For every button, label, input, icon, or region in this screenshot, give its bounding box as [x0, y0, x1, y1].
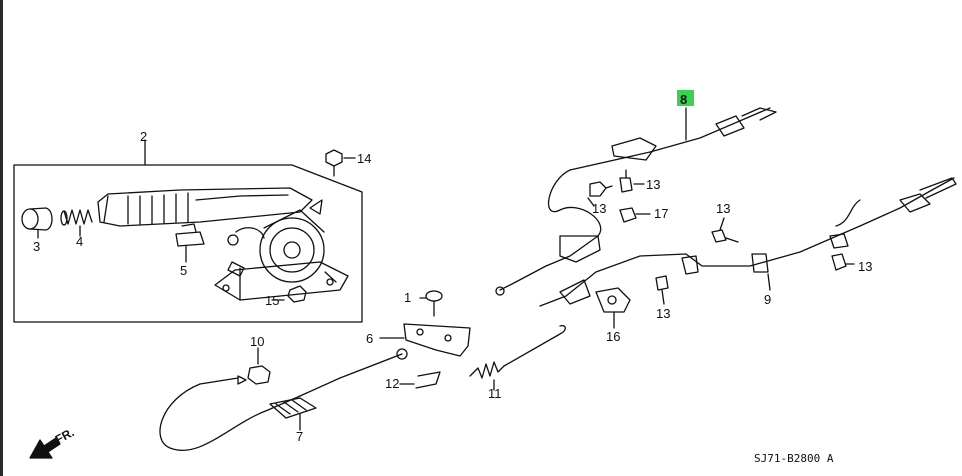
callout-13c: 13 — [716, 201, 730, 216]
callout-6: 6 — [366, 331, 373, 346]
callout-9: 9 — [764, 292, 771, 307]
callout-10: 10 — [250, 334, 264, 349]
callout-13b: 13 — [592, 201, 606, 216]
rear-cable-9 — [539, 177, 957, 307]
pin-part-1 — [419, 290, 443, 317]
diagram-code: SJ71-B2800 A — [754, 452, 834, 465]
callout-7: 7 — [296, 429, 303, 444]
callout-13e: 13 — [656, 306, 670, 321]
callout-8-highlight — [677, 90, 694, 106]
callout-2: 2 — [140, 129, 147, 144]
callout-8: 8 — [680, 92, 687, 107]
bolt-set-13 — [587, 169, 855, 305]
equalizer-plate — [379, 323, 471, 357]
callout-13d: 13 — [858, 259, 872, 274]
lever-assembly-frame — [13, 139, 363, 323]
parking-brake-lever — [97, 187, 349, 301]
clip-part-12 — [399, 371, 441, 389]
nut-part-10 — [247, 347, 271, 385]
bracket-part-16 — [595, 287, 631, 329]
callout-13a: 13 — [646, 177, 660, 192]
return-spring-11 — [469, 324, 566, 391]
callout-11: 11 — [488, 386, 502, 401]
callout-17: 17 — [654, 206, 668, 221]
spring-part — [60, 209, 93, 237]
rear-cable-8 — [495, 107, 777, 296]
bolt-part-14 — [325, 149, 356, 177]
window-edge — [0, 0, 3, 476]
callout-12: 12 — [385, 376, 399, 391]
callout-4: 4 — [76, 234, 83, 249]
switch-part — [175, 223, 205, 263]
grip-cap-part — [21, 207, 53, 239]
front-cable-7 — [159, 348, 408, 451]
callout-16: 16 — [606, 329, 620, 344]
direction-label: FR. — [53, 425, 77, 446]
callout-3: 3 — [33, 239, 40, 254]
callout-1: 1 — [404, 290, 411, 305]
front-direction-arrow — [29, 437, 61, 459]
callout-15: 15 — [265, 293, 279, 308]
callout-5: 5 — [180, 263, 187, 278]
bolt-part-17 — [619, 207, 651, 223]
bolt-part-15 — [271, 285, 307, 303]
callout-14: 14 — [357, 151, 371, 166]
